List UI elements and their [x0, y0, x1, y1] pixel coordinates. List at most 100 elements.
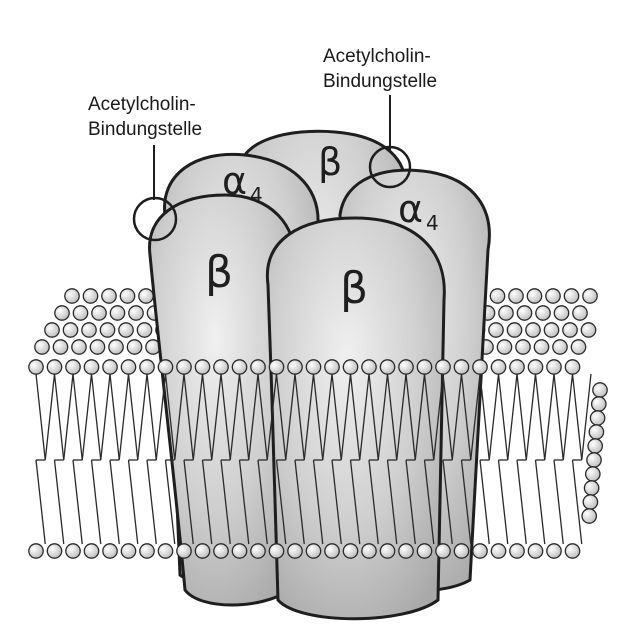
lipid-head — [509, 543, 525, 559]
lipid-tail — [349, 459, 361, 545]
lipid-tail — [275, 459, 287, 545]
lipid-head — [592, 382, 608, 398]
lipid-head — [546, 359, 562, 375]
lipid-head — [435, 543, 451, 559]
lipid-head — [126, 339, 143, 355]
lipid-head — [587, 438, 604, 454]
lipid-tail — [164, 459, 176, 545]
lipid-head — [157, 359, 174, 375]
lipid-tail — [516, 459, 527, 545]
binding-site-left — [132, 145, 178, 242]
lipid-head — [472, 359, 488, 375]
lipid-tail — [405, 373, 416, 461]
lipid-tail — [470, 373, 481, 461]
lipid-tail — [137, 373, 148, 461]
subunit-front-left — [148, 193, 297, 607]
lipid-head — [582, 494, 599, 510]
lipid-head — [562, 322, 578, 338]
lipid-head — [543, 322, 560, 338]
lipid-head — [580, 322, 597, 338]
lipid-head — [287, 543, 303, 559]
lipid-head — [176, 359, 192, 375]
lipid-tail — [183, 373, 194, 461]
lipid-head — [268, 543, 285, 559]
lipid-head — [71, 339, 87, 355]
lipid-head — [416, 359, 433, 375]
lipid-head — [324, 543, 340, 559]
lipid-head — [65, 543, 81, 559]
lipid-tail — [266, 373, 278, 461]
lipid-head — [83, 543, 100, 559]
lipid-head — [361, 359, 377, 375]
lipid-tail — [90, 373, 102, 461]
lipid-tail — [72, 373, 83, 461]
lipid-tail — [553, 459, 564, 545]
lipid-tail — [525, 373, 537, 461]
lipid-head — [213, 543, 229, 559]
binding-site-left-circle — [132, 196, 178, 242]
lipid-head — [250, 359, 266, 375]
lipid-head — [563, 288, 580, 304]
lipid-head — [82, 288, 99, 304]
lipid-tail — [534, 459, 546, 545]
lipid-head — [139, 543, 155, 559]
lipid-tail — [248, 373, 259, 461]
lipid-head — [83, 359, 100, 375]
lipid-tail — [294, 459, 305, 545]
lipid-tail — [109, 373, 120, 461]
alpha-symbol: α — [222, 159, 247, 203]
lipid-tail — [127, 459, 139, 545]
binding-site-right-label-line2: Bindungstelle — [323, 71, 437, 92]
lipid-head — [194, 543, 211, 559]
lipid-head — [535, 305, 551, 321]
lipid-tail — [331, 373, 342, 461]
lipid-tail — [331, 459, 342, 545]
lipid-tail — [423, 459, 435, 545]
lipid-tail — [285, 373, 296, 461]
lipid-head — [506, 322, 523, 338]
lipid-tail — [544, 373, 555, 461]
lipid-tail — [368, 373, 379, 461]
lipid-tail — [460, 373, 472, 461]
lipid-head — [108, 339, 124, 355]
lipid-head — [250, 543, 266, 559]
lipid-tail — [451, 373, 463, 461]
lipid-head — [489, 288, 506, 304]
lipid-head — [398, 543, 414, 559]
lipid-head — [379, 359, 396, 375]
lipid-tail — [516, 373, 527, 461]
lipid-tail — [35, 459, 46, 545]
binding-site-right-circle — [368, 145, 412, 189]
lipid-head — [583, 480, 600, 496]
lipid-head — [361, 543, 377, 559]
lipid-tail — [201, 373, 213, 461]
lipid-head — [472, 543, 488, 559]
lipid-head — [527, 543, 544, 559]
lipid-tail — [53, 459, 65, 545]
lipid-head — [525, 322, 541, 338]
subunit-label-back-left: α 4 — [222, 159, 263, 207]
lipid-head — [564, 543, 581, 559]
lipid-tail — [377, 373, 389, 461]
lipid-head — [34, 339, 50, 355]
lipid-head — [490, 543, 507, 559]
lipid-head — [231, 359, 248, 375]
lipid-head — [119, 288, 136, 304]
lipid-head — [546, 543, 562, 559]
lipid-tail — [460, 459, 472, 545]
lipid-head — [570, 339, 587, 355]
lipid-head — [586, 452, 602, 468]
lipid-head — [581, 508, 598, 524]
lipid-tail — [386, 373, 398, 461]
lipid-head — [498, 305, 514, 321]
subunit-label-back-right: α 4 — [398, 187, 439, 235]
lipid-head — [52, 339, 69, 355]
lipid-tail — [192, 373, 204, 461]
lipid-tail — [220, 373, 231, 461]
lipid-head — [572, 305, 588, 321]
lipid-tail — [414, 373, 426, 461]
lipid-tail — [146, 373, 157, 461]
lipid-tail — [81, 373, 93, 461]
lipid-head — [564, 359, 581, 375]
lipid-tail — [553, 373, 564, 461]
